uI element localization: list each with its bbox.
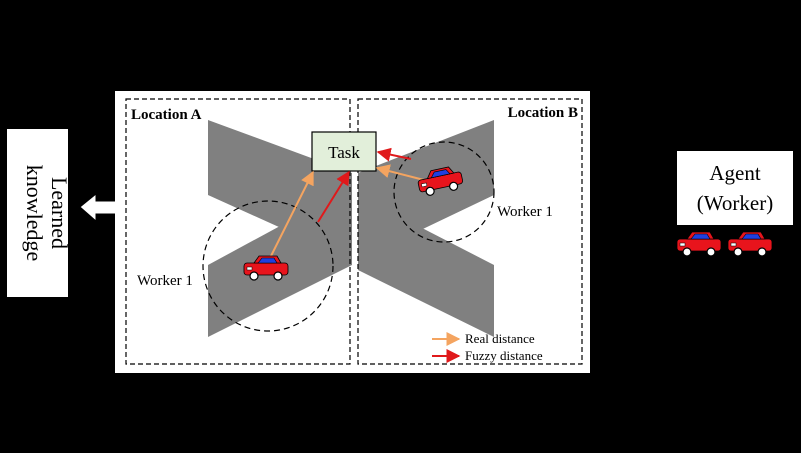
task-box: Task: [311, 131, 377, 172]
legend-real-label: Real distance: [465, 331, 535, 346]
learned-knowledge-box: Learned knowledge: [7, 129, 72, 297]
worker-range-left: [202, 200, 334, 332]
legend-fuzzy-label: Fuzzy distance: [465, 348, 543, 363]
location-b-region: [357, 98, 583, 365]
location-b-label: Location B: [508, 105, 578, 121]
task-label: Task: [328, 143, 360, 162]
agent-label-line1: Agent: [709, 161, 760, 185]
worker-label-left: Worker 1: [137, 273, 193, 289]
fuzzy-distance-arrow-right: [376, 147, 412, 162]
agent-box: Agent (Worker): [677, 151, 793, 225]
learned-knowledge-label-line2: knowledge: [22, 165, 47, 262]
worker-label-right: Worker 1: [497, 204, 553, 220]
learned-knowledge-label-line1: Learned: [47, 177, 72, 249]
real-distance-arrow-right: [375, 164, 429, 182]
real-distance-arrow-left: [269, 170, 314, 259]
road-right-lower: [358, 195, 494, 337]
location-a-label: Location A: [131, 107, 202, 123]
legend: Real distance Fuzzy distance: [432, 331, 543, 363]
location-a-region: [125, 98, 351, 365]
agent-label-line2: (Worker): [697, 191, 773, 215]
worker-range-right: [393, 141, 495, 243]
fuzzy-distance-arrow-left: [317, 170, 350, 223]
